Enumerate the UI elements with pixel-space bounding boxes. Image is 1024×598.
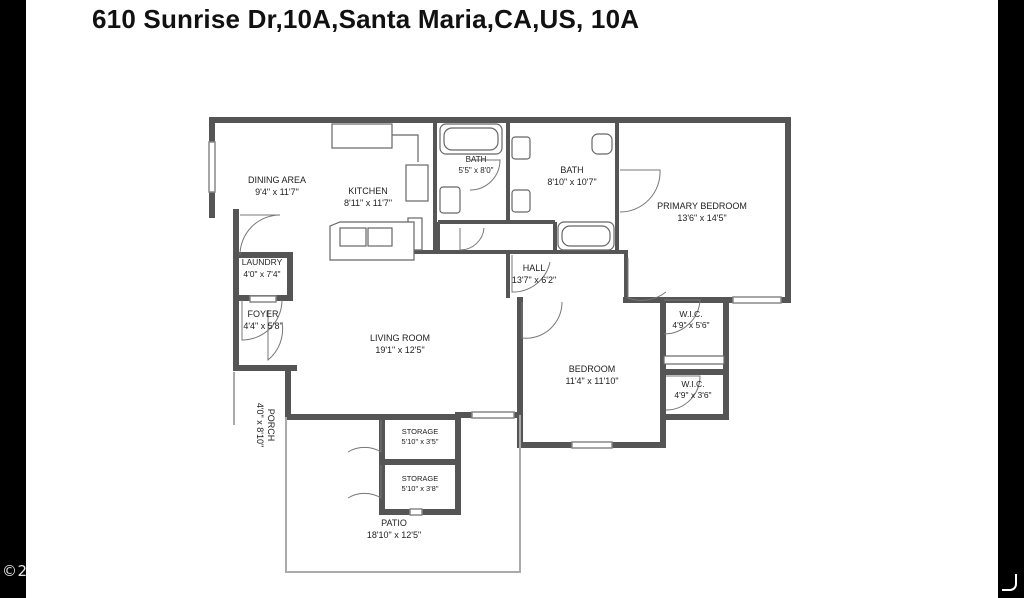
patio-outline (233, 372, 521, 573)
room-name: STORAGE (402, 474, 439, 483)
room-size: 5'10" x 3'8" (402, 484, 439, 493)
room-size: 13'7" x 6'2" (512, 275, 556, 285)
room-name: W.I.C. (679, 309, 702, 319)
room-name: BEDROOM (569, 364, 616, 374)
room-size: 5'10" x 3'5" (402, 437, 439, 446)
room-name: LIVING ROOM (370, 333, 430, 343)
room-name: W.I.C. (681, 379, 704, 389)
interior-walls (414, 122, 628, 298)
room-size: 8'11" x 11'7" (344, 198, 392, 208)
room-name: PORCH (266, 409, 276, 442)
right-edge-bar (998, 0, 1024, 598)
doors (239, 159, 701, 499)
room-size: 4'9" x 5'6" (672, 320, 709, 330)
room-size: 8'10" x 10'7" (547, 177, 596, 187)
room-size: 9'4" x 11'7" (255, 187, 299, 197)
room-name: BATH (560, 165, 583, 175)
fixtures (329, 123, 725, 365)
room-name: KITCHEN (348, 186, 388, 196)
room-size: 11'4" x 11'10" (565, 376, 618, 386)
room-name: STORAGE (402, 427, 439, 436)
room-name: LAUNDRY (242, 257, 283, 267)
room-name: PRIMARY BEDROOM (657, 201, 747, 211)
room-name: PATIO (381, 518, 407, 528)
floor-plan-canvas (26, 0, 998, 598)
expand-icon[interactable] (1000, 572, 1020, 592)
room-name: HALL (523, 263, 546, 273)
room-name: DINING AREA (248, 175, 306, 185)
room-size: 4'9" x 3'6" (674, 390, 711, 400)
room-size: 4'0" x 8'10" (255, 403, 265, 447)
room-name: FOYER (247, 309, 279, 319)
room-size: 13'6" x 14'5" (677, 213, 726, 223)
listing-title: 610 Sunrise Dr,10A,Santa Maria,CA,US, 10… (92, 4, 640, 34)
room-size: 18'10" x 12'5" (367, 530, 421, 540)
room-name: BATH (466, 155, 487, 164)
room-size: 4'0" x 7'4" (243, 269, 280, 279)
room-size: 5'5" x 8'0" (459, 166, 494, 175)
copyright-watermark: ©2026 NSBCR (2, 562, 118, 580)
room-size: 4'4" x 5'8" (243, 321, 282, 331)
windows (208, 141, 782, 516)
room-size: 19'1" x 12'5" (375, 345, 424, 355)
